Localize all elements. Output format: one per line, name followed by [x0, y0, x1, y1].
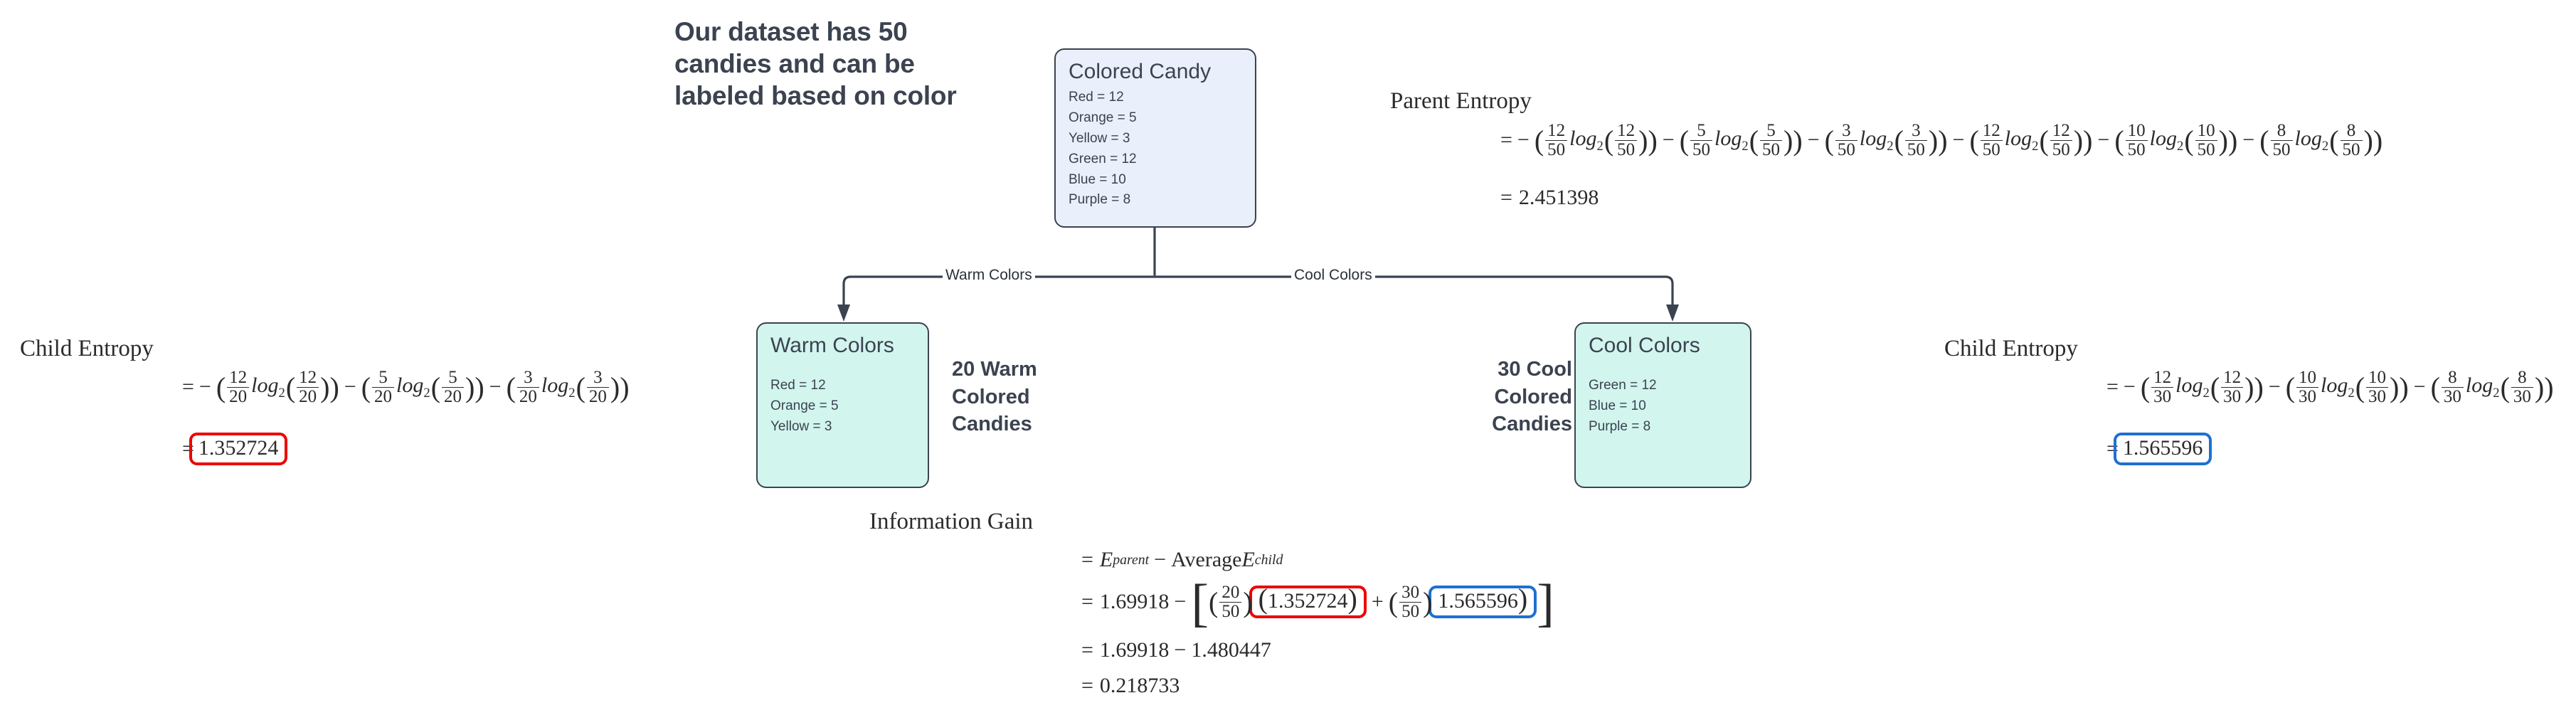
information-gain-result: 0.218733: [1099, 674, 1180, 697]
node-stat-row: Green = 12: [1069, 151, 1137, 166]
child-entropy-right-result-line: = 1.565596: [2106, 433, 2212, 465]
node-stat-row: Red = 12: [770, 378, 826, 393]
node-title: Cool Colors: [1589, 334, 1700, 357]
arrowhead-warm: [837, 305, 850, 322]
parent-entropy-title: Parent Entropy: [1390, 88, 1532, 114]
child-entropy-right-title: Child Entropy: [1944, 336, 2078, 361]
node-title: Colored Candy: [1069, 60, 1212, 83]
child-entropy-right-result: 1.565596: [2122, 436, 2203, 460]
node-stat-row: Red = 12: [1069, 90, 1124, 105]
node-stat-row: Orange = 5: [1069, 110, 1137, 125]
node-stat-row: Blue = 10: [1589, 398, 1646, 413]
page-headline: Our dataset has 50 candies and can be la…: [674, 17, 957, 111]
node-stat-row: Yellow = 3: [770, 418, 832, 434]
arrowhead-cool: [1666, 305, 1679, 322]
node-stats-list: Red = 12 Orange = 5 Yellow = 3 Green = 1…: [1069, 88, 1242, 211]
parent-entropy-result: 2.451398: [1518, 186, 1599, 209]
node-stat-row: Purple = 8: [1589, 418, 1651, 434]
child-entropy-left-title: Child Entropy: [20, 336, 154, 361]
information-gain-arithmetic: = 1.69918 − 1.480447: [1081, 638, 1271, 662]
info-gain-child-right-highlight: 1.565596): [1429, 585, 1537, 618]
child-entropy-left-result-highlight: 1.352724: [189, 433, 288, 465]
node-stat-row: Blue = 10: [1069, 171, 1126, 187]
information-gain-title: Information Gain: [869, 509, 1034, 534]
information-gain-result-line: = 0.218733: [1081, 674, 1180, 697]
tree-node-colored-candy[interactable]: Colored Candy Red = 12 Orange = 5 Yellow…: [1054, 48, 1256, 228]
edge-label-cool-colors: Cool Colors: [1291, 267, 1375, 284]
warm-candy-count-caption: 20 Warm Colored Candies: [952, 358, 1037, 436]
node-stat-row: Purple = 8: [1069, 192, 1131, 208]
info-gain-child-left-value: 1.352724: [1267, 589, 1348, 613]
tree-node-warm-colors[interactable]: Warm Colors Red = 12 Orange = 5 Yellow =…: [756, 322, 929, 488]
node-stat-row: Yellow = 3: [1069, 130, 1130, 146]
child-entropy-left-result: 1.352724: [198, 436, 279, 460]
edge-label-warm-colors: Warm Colors: [943, 267, 1035, 284]
node-stats-list: Red = 12 Orange = 5 Yellow = 3: [770, 376, 915, 438]
info-gain-child-left-highlight: (1.352724): [1249, 585, 1367, 618]
cool-candy-count-caption: 30 Cool Colored Candies: [1492, 358, 1572, 436]
info-gain-child-right-value: 1.565596: [1438, 589, 1518, 613]
child-entropy-right-result-highlight: 1.565596: [2113, 433, 2212, 465]
node-stats-list: Green = 12 Blue = 10 Purple = 8: [1589, 376, 1737, 438]
tree-node-cool-colors[interactable]: Cool Colors Green = 12 Blue = 10 Purple …: [1574, 322, 1751, 488]
node-stat-row: Green = 12: [1589, 378, 1657, 393]
child-entropy-left-result-line: = 1.352724: [182, 433, 288, 465]
node-title: Warm Colors: [770, 334, 894, 357]
parent-entropy-result-line: =2.451398: [1500, 186, 1599, 209]
node-stat-row: Orange = 5: [770, 398, 839, 413]
